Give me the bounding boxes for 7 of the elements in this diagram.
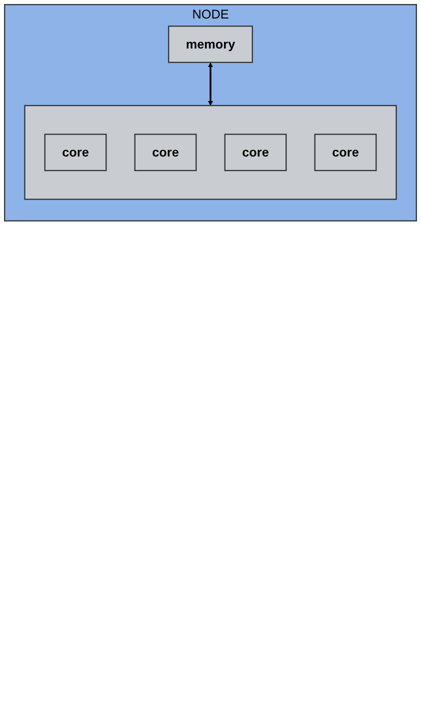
node-box: core <box>224 134 287 172</box>
node-box: core <box>314 134 377 172</box>
node-box: core <box>44 134 107 172</box>
cluster <box>24 104 397 200</box>
node-box: memory <box>168 26 253 63</box>
node-box: core <box>134 134 197 172</box>
arrow <box>208 62 214 106</box>
